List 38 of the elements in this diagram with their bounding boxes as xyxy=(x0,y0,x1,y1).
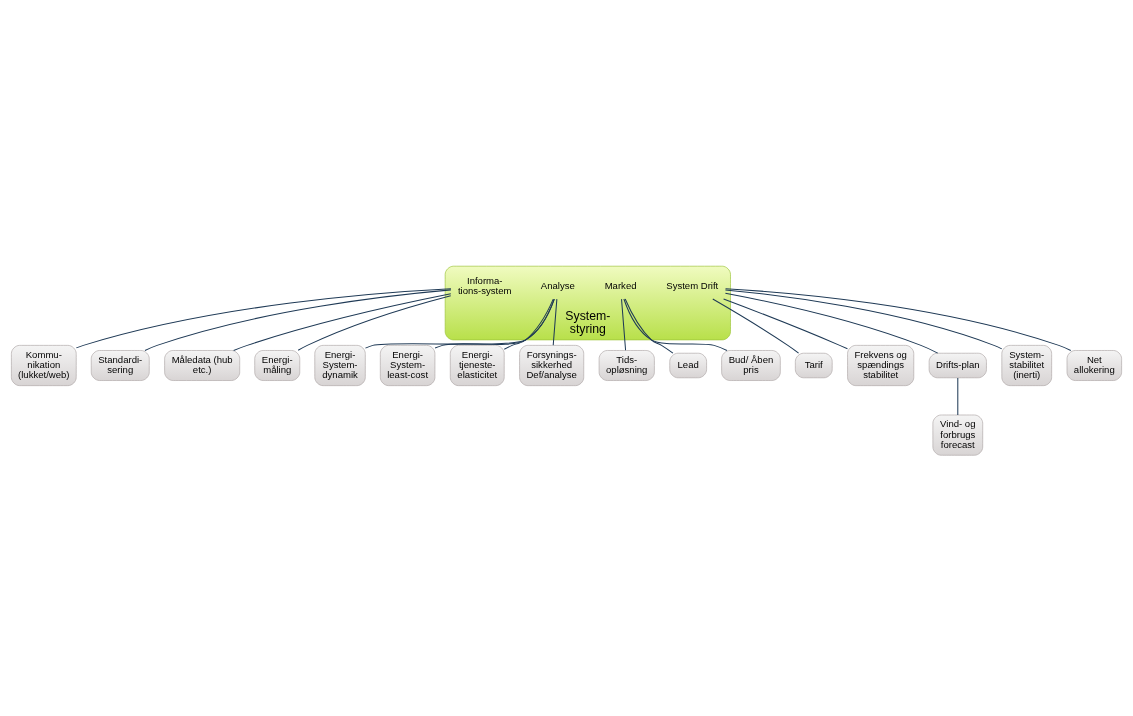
node-box: Standardi- sering xyxy=(90,350,150,381)
connector xyxy=(957,377,959,416)
connector xyxy=(364,298,555,349)
connector xyxy=(725,288,1072,351)
connector xyxy=(724,289,1003,350)
connector xyxy=(434,298,555,349)
node-box: Drifts-plan xyxy=(928,352,987,379)
node-box: Net allokering xyxy=(1066,350,1122,381)
connector xyxy=(624,298,674,354)
connector xyxy=(552,298,558,346)
node-box: Vind- og forbrugs forecast xyxy=(932,414,984,456)
node-box: Forsynings- sikkerhed Def/analyse xyxy=(519,345,585,386)
connector xyxy=(724,292,939,354)
node-box: Bud/ Åben pris xyxy=(721,350,781,381)
node-box: Energi- måling xyxy=(254,350,301,381)
node-box: System- stabilitet (inerti) xyxy=(1001,345,1052,386)
node-box: Tids- opløsning xyxy=(598,350,655,381)
node-text: Informa- tions-system xyxy=(457,275,512,297)
connector xyxy=(723,298,848,350)
node-box: Tarif xyxy=(795,352,833,379)
node-box: Lead xyxy=(669,352,707,379)
connector xyxy=(621,298,627,351)
connector xyxy=(75,288,452,349)
node-box: Måledata (hub etc.) xyxy=(164,350,241,381)
node-box: Kommu- nikation (lukket/web) xyxy=(11,345,77,386)
node-text: Marked xyxy=(604,280,637,292)
node-text: Analyse xyxy=(540,280,575,292)
node-text: System Drift xyxy=(666,280,719,292)
node-box: Energi- tjeneste- elasticitet xyxy=(449,345,505,386)
connector xyxy=(233,293,452,351)
connector xyxy=(297,295,452,351)
node-box: Energi- System- dynamik xyxy=(314,345,366,386)
connector xyxy=(144,289,452,351)
connector xyxy=(712,298,800,354)
connector xyxy=(623,298,728,351)
connector xyxy=(503,298,554,350)
node-box: Frekvens og spændings stabilitet xyxy=(847,345,915,386)
node-box: Energi- System- least-cost xyxy=(380,345,436,386)
